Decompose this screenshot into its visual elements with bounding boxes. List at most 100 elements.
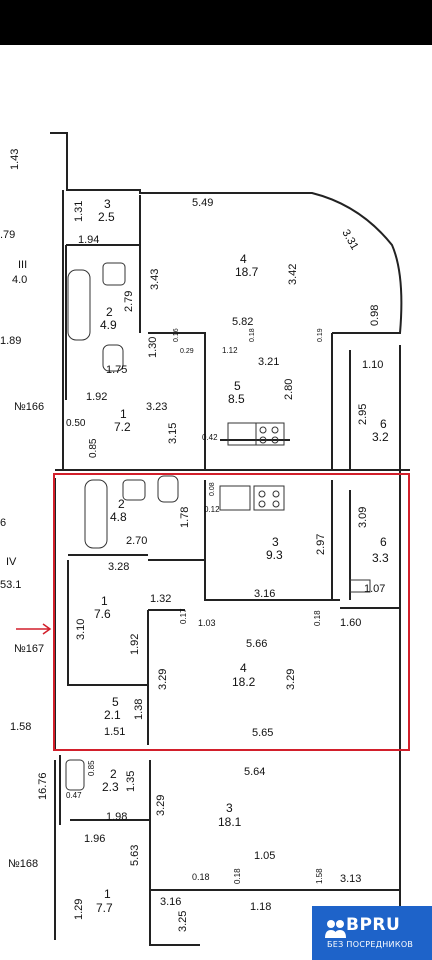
room-area: 4.9 [100,318,117,332]
dimension: 1.35 [125,771,137,792]
edge-fragment: 53.1 [0,579,21,591]
top-black-bar [0,0,432,45]
arrow-icon [16,623,52,635]
room-number: 4 [240,661,247,675]
dimension: 3.29 [155,795,167,816]
apartment-label-166: №166 [14,401,44,413]
edge-fragment: III [18,259,27,271]
dimension: 1.18 [250,901,271,913]
dimension: 0.50 [66,418,86,429]
dimension: 3.16 [160,896,181,908]
dimension: 1.03 [198,618,216,628]
dimension: 1.12 [222,346,238,355]
edge-fragment: 1.43 [9,149,21,170]
dimension: 5.82 [232,316,253,328]
apartment-label-168: №168 [8,858,38,870]
dimension: 3.29 [157,669,169,690]
dimension: 3.29 [285,669,297,690]
dimension: 1.92 [129,634,141,655]
dimension: 1.98 [106,811,127,823]
dimension: 5.63 [129,845,141,866]
dimension: 1.29 [73,899,85,920]
dimension: 0.18 [233,868,242,884]
edge-fragment: 4.0 [12,274,27,286]
dimension: 3.21 [258,356,279,368]
dimension: 0.98 [369,305,381,326]
room-area: 2.5 [98,210,115,224]
dimension: 0.42 [202,433,218,442]
dimension: 1.92 [86,391,107,403]
dimension: 5.65 [252,727,273,739]
dimension: 1.96 [84,833,105,845]
room-area: 9.3 [266,548,283,562]
bpru-badge[interactable]: BPRU БЕЗ ПОСРЕДНИКОВ [312,906,432,960]
dimension: 2.80 [283,379,295,400]
room-labels: 3 2.5 4 18.7 2 4.9 5 8.5 1 7.2 6 3.2 2 4… [94,197,389,915]
dimension: 0.16 [173,328,180,342]
badge-subtitle: БЕЗ ПОСРЕДНИКОВ [327,940,414,949]
dimension: 2.79 [123,291,135,312]
dimension: 3.09 [357,507,369,528]
fixtures [65,262,371,791]
dimension: 0.85 [87,760,96,776]
room-area: 18.2 [232,675,256,689]
room-number: 4 [240,252,247,266]
dimension: 0.18 [313,610,322,626]
edge-fragment: 1.58 [10,721,31,733]
dimension: 3.42 [287,264,299,285]
edge-fragment: 0.47 [66,791,82,800]
dimension: 1.31 [73,201,85,222]
dimension: 2.97 [315,534,327,555]
room-area: 3.3 [372,551,389,565]
edge-fragment: 6 [0,517,6,529]
room-number: 3 [104,197,111,211]
dimension: 1.58 [315,868,324,884]
edge-fragment: 16.76 [37,772,49,800]
dimension: 3.16 [254,588,275,600]
room-area: 2.3 [102,780,119,794]
dimension: 0.18 [249,328,256,342]
dimension: 1.05 [254,850,275,862]
dimension: 1.32 [150,593,171,605]
dimension: 3.31 [339,228,360,253]
dimension: 0.19 [317,328,324,342]
room-number: 6 [380,417,387,431]
room-area: 4.8 [110,510,127,524]
dimension: 0.17 [179,608,188,624]
dimension: 3.25 [177,911,189,932]
room-number: 1 [101,594,108,608]
edge-fragment: IV [6,556,17,568]
room-number: 1 [120,407,127,421]
dimension: 3.28 [108,561,129,573]
edge-fragment: .79 [0,229,15,241]
dimension: 0.08 [209,482,216,496]
dimension-labels: 1.31 1.94 5.49 3.43 3.42 3.31 0.98 2.79 … [66,197,385,932]
room-area: 2.1 [104,708,121,722]
dimension: 5.66 [246,638,267,650]
room-number: 5 [234,379,241,393]
room-number: 3 [272,535,279,549]
apartment-label-167: №167 [14,643,44,655]
dimension: 0.12 [204,505,220,514]
room-number: 2 [106,305,113,319]
dimension: 1.75 [106,364,127,376]
room-area: 18.7 [235,265,259,279]
dimension: 3.10 [75,619,87,640]
dimension: 1.07 [364,583,385,595]
people-icon [325,920,346,938]
room-number: 3 [226,801,233,815]
dimension: 3.13 [340,873,361,885]
room-area: 7.2 [114,420,131,434]
dimension: 3.15 [167,423,179,444]
dimension: 1.94 [78,234,99,246]
highlight-frame [53,473,410,751]
dimension: 0.29 [180,348,194,355]
dimension: 1.60 [340,617,361,629]
badge-name: BPRU [346,915,401,935]
dimension: 2.95 [357,404,369,425]
room-number: 6 [380,535,387,549]
room-area: 7.6 [94,607,111,621]
edge-fragment: 1.89 [0,335,21,347]
room-number: 1 [104,887,111,901]
